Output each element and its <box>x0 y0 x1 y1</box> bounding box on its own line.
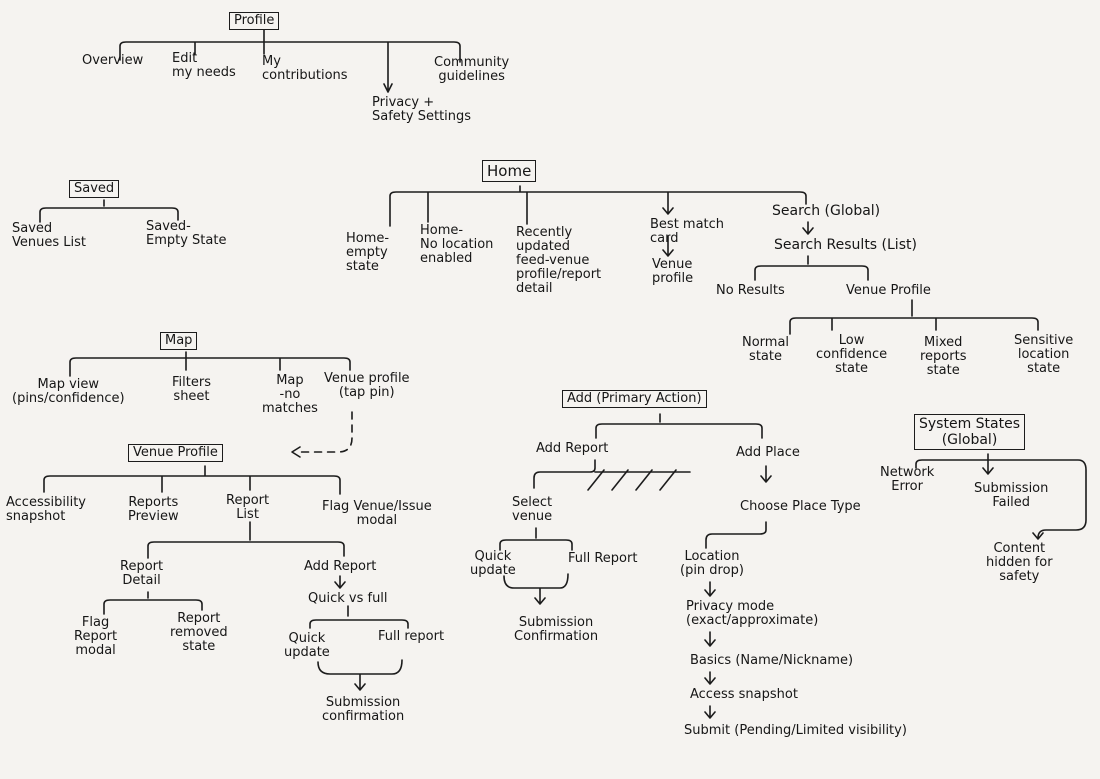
add-choose-place-type: Choose Place Type <box>740 499 861 514</box>
best-match-arrow <box>662 235 674 257</box>
vp-submission-confirmation: Submission confirmation <box>322 695 405 724</box>
vp-reports-preview: Reports Preview <box>128 495 179 524</box>
vp-accessibility-snapshot: Accessibility snapshot <box>6 495 86 524</box>
add-add-place: Add Place <box>736 445 800 460</box>
place-step-arrows <box>704 581 716 719</box>
add-privacy-mode: Privacy mode (exact/approximate) <box>686 599 819 628</box>
add-submission-connectors <box>503 573 569 605</box>
add-access-snapshot: Access snapshot <box>690 687 798 702</box>
home-empty-state: Home- empty state <box>346 231 390 274</box>
home-no-results: No Results <box>716 283 785 298</box>
profile-contributions: My contributions <box>262 54 348 83</box>
map-root: Map <box>160 332 198 350</box>
add-submit-pending: Submit (Pending/Limited visibility) <box>684 723 907 738</box>
profile-connectors <box>119 29 461 93</box>
profile-edit-needs: Edit my needs <box>172 51 236 80</box>
vp-flag-report-modal: Flag Report modal <box>74 615 118 658</box>
saved-root: Saved <box>69 180 120 198</box>
add-report-arrow <box>334 575 346 589</box>
map-to-venue-arrowhead <box>291 446 301 458</box>
map-venue-profile-tap-pin: Venue profile (tap pin) <box>324 371 410 400</box>
add-connectors <box>595 413 763 439</box>
home-best-match-card: Best match card <box>650 217 725 246</box>
home-venue-profile: Venue Profile <box>846 283 931 298</box>
vp-add-report: Add Report <box>304 559 377 574</box>
system-root: System States (Global) <box>914 414 1026 450</box>
home-best-match-venue-profile: Venue profile <box>652 257 694 286</box>
add-full-report: Full Report <box>568 551 638 566</box>
strike-marks <box>587 469 677 491</box>
saved-empty-state: Saved- Empty State <box>146 219 227 248</box>
home-recently-updated: Recently updated feed-venue profile/repo… <box>516 225 602 296</box>
vp-flag-venue-modal: Flag Venue/Issue modal <box>322 499 432 528</box>
system-connectors <box>915 453 1087 540</box>
search-arrow <box>802 221 814 235</box>
add-place-arrow <box>760 465 772 483</box>
profile-privacy-safety: Privacy + Safety Settings <box>372 95 472 124</box>
vp-quick-update: Quick update <box>284 631 330 660</box>
system-network-error: Network Error <box>880 465 935 494</box>
place-type-to-location <box>705 521 767 549</box>
vp-submission-connectors <box>317 659 403 691</box>
report-detail-connectors <box>103 591 203 615</box>
map-connectors <box>69 351 351 377</box>
venue-normal-state: Normal state <box>742 335 790 364</box>
quick-full-connectors <box>309 605 409 629</box>
venue-profile-connectors <box>43 465 341 495</box>
map-filters-sheet: Filters sheet <box>172 375 211 404</box>
home-search-results: Search Results (List) <box>774 237 917 253</box>
add-report-branch <box>533 459 691 489</box>
vp-report-removed-state: Report removed state <box>170 611 228 654</box>
venue-low-confidence-state: Low confidence state <box>816 333 888 376</box>
profile-community-guidelines: Community guidelines <box>434 55 510 84</box>
profile-root: Profile <box>229 12 280 30</box>
system-submission-failed: Submission Failed <box>974 481 1049 510</box>
map-no-matches: Map -no matches <box>262 373 318 416</box>
map-to-venue-dashed <box>295 411 353 453</box>
add-basics: Basics (Name/Nickname) <box>690 653 854 668</box>
profile-overview: Overview <box>82 53 144 68</box>
map-view-pins: Map view (pins/confidence) <box>12 377 125 406</box>
add-location-pin-drop: Location (pin drop) <box>680 549 744 578</box>
add-quick-update: Quick update <box>470 549 516 578</box>
vp-report-list: Report List <box>226 493 270 522</box>
add-root: Add (Primary Action) <box>562 390 707 408</box>
saved-venues-list: Saved Venues List <box>12 221 86 250</box>
add-add-report: Add Report <box>536 441 609 456</box>
home-connectors <box>389 185 807 227</box>
report-list-connectors <box>147 521 345 559</box>
add-submission-confirmation: Submission Confirmation <box>514 615 599 644</box>
vp-report-detail: Report Detail <box>120 559 164 588</box>
search-results-connectors <box>754 255 869 281</box>
saved-connectors <box>39 199 179 223</box>
vp-quick-vs-full: Quick vs full <box>308 591 388 606</box>
select-venue-connectors <box>499 527 573 551</box>
venue-sensitive-location-state: Sensitive location state <box>1014 333 1074 376</box>
system-content-hidden: Content hidden for safety <box>986 541 1053 584</box>
venue-states-connectors <box>789 299 1039 335</box>
home-search-global: Search (Global) <box>772 203 881 219</box>
add-select-venue: Select venue <box>512 495 553 524</box>
venue-mixed-reports-state: Mixed reports state <box>920 335 967 378</box>
venue-profile-root: Venue Profile <box>128 444 223 462</box>
home-root: Home <box>482 160 537 182</box>
home-no-location: Home- No location enabled <box>420 223 494 266</box>
vp-full-report: Full report <box>378 629 445 644</box>
